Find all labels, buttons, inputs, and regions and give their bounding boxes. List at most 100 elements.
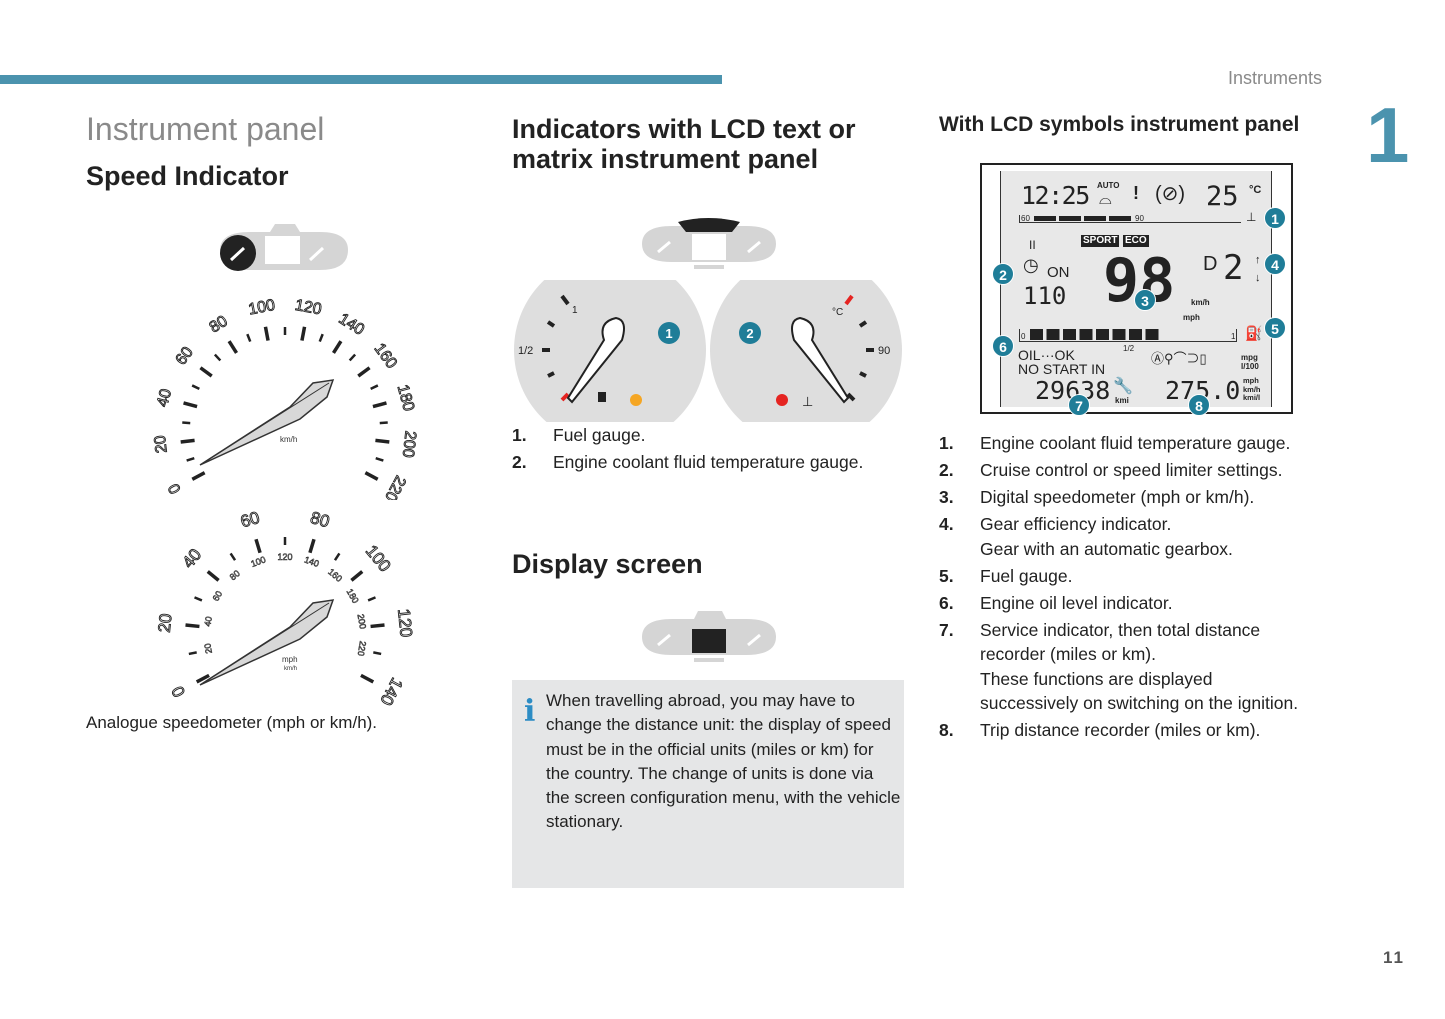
lcd-badge-3: 3 — [1134, 289, 1156, 311]
display-screen-heading: Display screen — [512, 549, 703, 579]
major-tick — [357, 366, 371, 378]
needle-centerline — [202, 602, 330, 684]
major-tick — [375, 438, 390, 444]
kmh-unit-label: km/h — [280, 435, 297, 444]
dashboard-diagram-gauges — [642, 218, 776, 269]
temp-gauge: °C 90 ⊥ 2 — [710, 280, 902, 422]
seatbelt-icon: ! — [1133, 183, 1139, 203]
list-item: 5.Fuel gauge. — [939, 564, 1339, 589]
minor-tick — [186, 457, 195, 462]
stop-start-car-icon: Ⓐ⚲⌒⊃▯ — [1151, 351, 1207, 366]
speed-label: 60 — [173, 344, 197, 368]
kmh-inner-unit-label: km/h — [284, 666, 297, 672]
item-text: Trip distance recorder (miles or km). — [980, 720, 1261, 740]
lcd-badge-8: 8 — [1188, 394, 1210, 416]
info-text: When travelling abroad, you may have to … — [546, 691, 901, 832]
kmh-inner-label: 100 — [250, 554, 268, 569]
list-item: 1.Fuel gauge. — [512, 422, 907, 449]
item-number: 4. — [939, 514, 954, 534]
major-tick — [183, 401, 198, 409]
fuel-min-label: 0 — [1021, 332, 1026, 341]
speed-label: 80 — [308, 508, 332, 532]
item-text: Cruise control or speed limiter settings… — [980, 460, 1283, 480]
dashboard-diagram-speedo — [220, 224, 348, 271]
major-tick — [300, 326, 307, 341]
list-item: 2.Engine coolant fluid temperature gauge… — [512, 449, 907, 476]
speed-label: 40 — [179, 545, 206, 572]
speed-label: 220 — [381, 473, 409, 500]
major-tick — [206, 570, 220, 582]
item-number: 1. — [512, 425, 527, 445]
item-text: Gear efficiency indicator. — [980, 514, 1172, 534]
item-number: 5. — [939, 565, 954, 586]
major-tick — [372, 401, 387, 409]
gauge-badge-1 — [658, 322, 680, 344]
lcd-gear-mode: D — [1203, 253, 1218, 275]
lcd-oil-status: OIL···OK — [1018, 347, 1075, 363]
item-number: 2. — [512, 452, 527, 472]
coolant-icon: ⊥ — [1246, 210, 1257, 224]
item-text: Engine oil level indicator. — [980, 592, 1173, 613]
kmh-inner-label: 120 — [277, 552, 292, 562]
speed-label: 200 — [399, 430, 419, 459]
speed-label: 40 — [154, 387, 175, 409]
coolant-mid-label: 90 — [1135, 214, 1144, 223]
item-number: 8. — [939, 720, 954, 740]
lcd-speed-unit-mph: mph — [1183, 313, 1200, 322]
lcd-cruise-status: ON — [1047, 264, 1070, 281]
minor-tick — [213, 353, 222, 362]
heading-line-2: matrix instrument panel — [512, 144, 819, 174]
item-number: 2. — [939, 460, 954, 480]
item-number: 6. — [939, 592, 954, 613]
speed-label: 100 — [247, 297, 276, 319]
list-item: 1.Engine coolant fluid temperature gauge… — [939, 431, 1339, 456]
unit-kmil: kmi/l — [1243, 393, 1261, 402]
item-text: Digital speedometer (mph or km/h). — [980, 487, 1255, 507]
fuel-bar — [1019, 329, 1237, 342]
fuel-half-label: 1/2 — [1123, 344, 1135, 353]
speed-label: 0 — [168, 683, 189, 700]
major-tick — [180, 438, 195, 444]
info-icon: i — [524, 694, 536, 729]
item-text: Gear with an automatic gearbox. — [980, 538, 1233, 559]
lcd-panel-diagram: 12:25 AUTO ⌓ ! (⊘) 25 °C 60 90 ⊥ SPORT E… — [980, 163, 1293, 416]
lcd-cruise-speed: 110 — [1023, 282, 1067, 310]
fuel-gauge: 1 1/2 1 — [514, 280, 706, 422]
unit-mpg: mpg — [1241, 353, 1258, 362]
fuel-half-label: 1/2 — [518, 345, 533, 357]
minor-tick — [333, 552, 341, 561]
badge-2-label: 2 — [746, 326, 753, 341]
kmh-inner-label: 20 — [202, 643, 214, 655]
temp-unit-label: °C — [832, 307, 843, 318]
speed-label: 160 — [370, 340, 400, 372]
speed-limiter-icon: (⊘) — [1155, 183, 1186, 205]
minor-tick — [318, 333, 324, 343]
lcd-wiper-mode: AUTO — [1097, 181, 1120, 190]
speed-label: 20 — [155, 613, 176, 634]
speed-label: 60 — [238, 508, 262, 532]
lcd-legend-list: 1.Engine coolant fluid temperature gauge… — [939, 431, 1339, 745]
lcd-badge-7: 7 — [1068, 394, 1090, 416]
lcd-badge-1: 1 — [1264, 207, 1286, 229]
badge-1-label: 1 — [665, 326, 672, 341]
major-tick — [370, 623, 385, 629]
lcd-eco-mode: ECO — [1123, 235, 1149, 247]
gauge-badge-2 — [739, 322, 761, 344]
major-tick — [350, 570, 364, 582]
lcd-cruise-pause: II — [1029, 238, 1036, 252]
lcd-outside-temp: 25 — [1206, 181, 1239, 212]
major-tick — [227, 340, 239, 354]
lcd-gear: 2 — [1223, 248, 1244, 288]
page-number: 11 — [1383, 948, 1405, 967]
temp-needle — [791, 316, 850, 404]
fuel-pump-icon — [598, 392, 606, 402]
kmh-inner-label: 40 — [202, 616, 214, 628]
item-number: 1. — [939, 433, 954, 453]
list-item: 2. Cruise control or speed limiter settin… — [939, 458, 1339, 483]
fuel-needle — [566, 316, 625, 404]
unit-mph: mph — [1243, 376, 1259, 385]
lcd-temp-unit: °C — [1249, 184, 1262, 196]
list-item: 6. Engine oil level indicator. — [939, 591, 1339, 616]
